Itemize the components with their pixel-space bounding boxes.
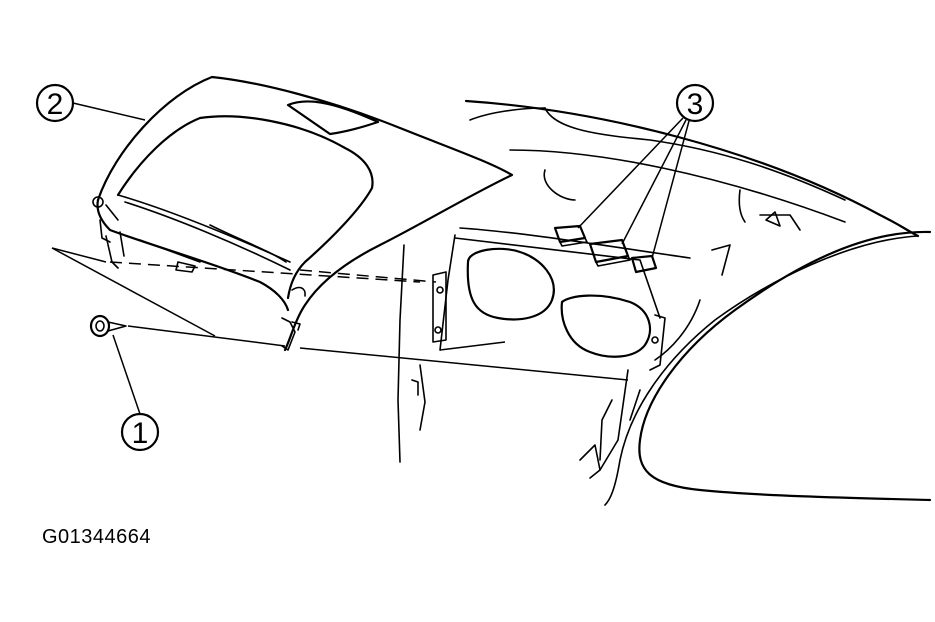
vehicle-body <box>397 99 932 506</box>
callout-2: 2 <box>35 83 146 123</box>
callout-3: 3 <box>577 83 715 259</box>
callout-1: 1 <box>112 334 160 452</box>
callout-1-number: 1 <box>132 417 149 450</box>
callout-3-number: 3 <box>687 88 704 121</box>
clip <box>89 314 127 338</box>
alignment-lines <box>51 247 629 381</box>
callout-2-number: 2 <box>47 88 64 121</box>
shelf-components <box>553 224 658 274</box>
figure-code: G01344664 <box>42 526 152 548</box>
trim-panel <box>92 75 514 352</box>
